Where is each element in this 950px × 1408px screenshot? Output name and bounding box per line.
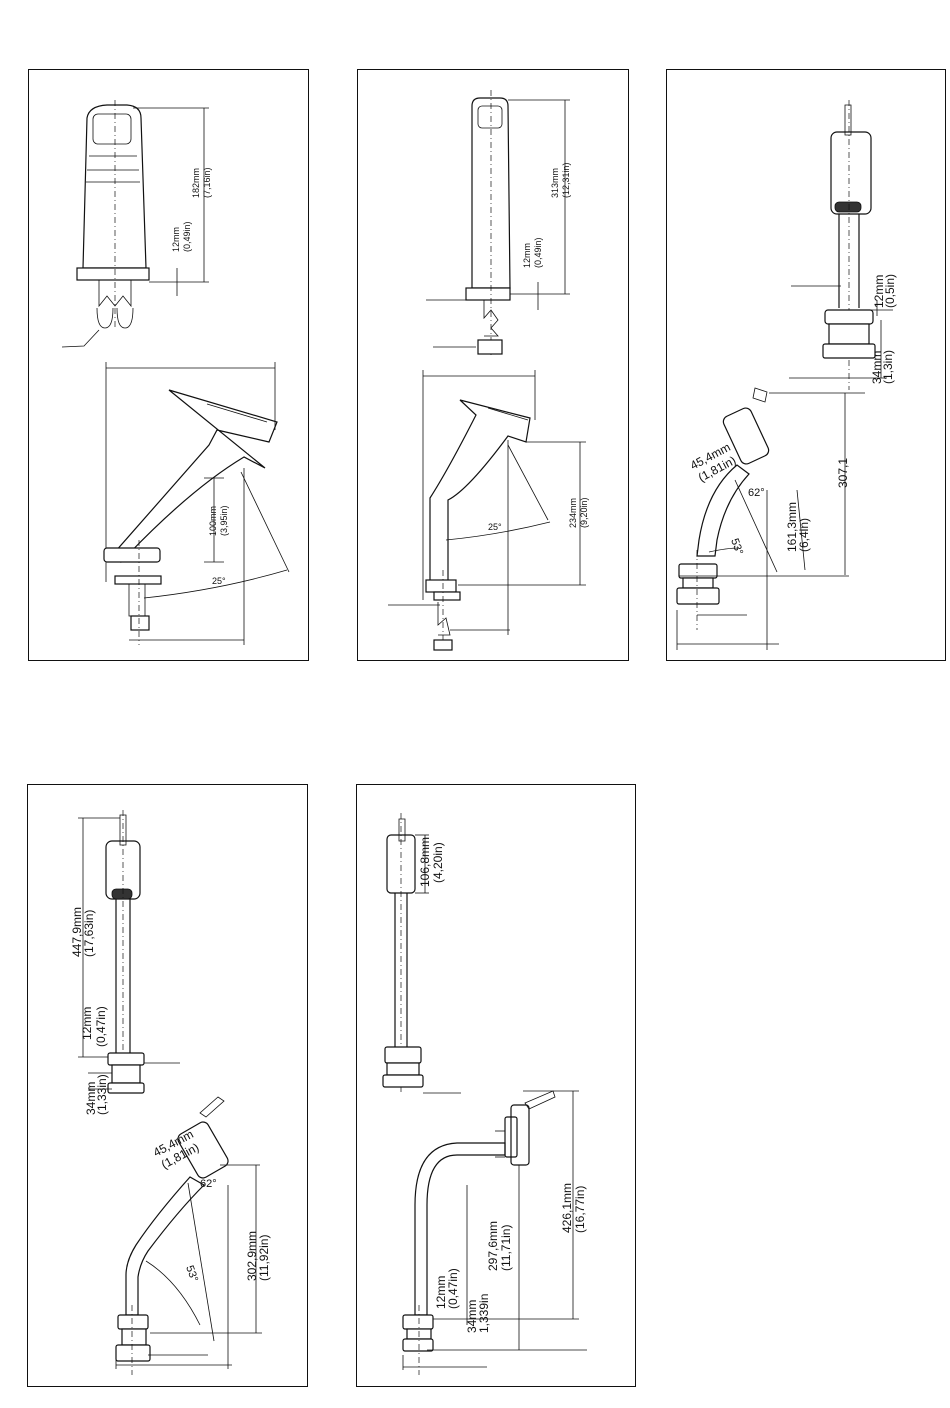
drawing-panel-5: 106,8mm (4,20in) 12mm (0,47in) 34mm 1,33… (356, 784, 636, 1387)
dim-1-33in: (1,33in) (95, 1074, 109, 1115)
faucet-4-front-view (78, 810, 180, 1095)
dim-6-4in: (6,4in) (797, 518, 811, 552)
drawing-panel-2: 313mm (12,31in) 12mm (0,49in) 234mm (9,2… (357, 69, 629, 661)
faucet-4-drawing: 447,9mm (17,63in) 12mm (0,47in) 34mm (1,… (70, 810, 271, 1375)
dim-7-16in: (7,16in) (202, 167, 212, 198)
dim-11-92in: (11,92in) (257, 1235, 271, 1281)
dim-12-31in: (12,31in) (561, 162, 571, 198)
dim-234mm: 234mm (568, 498, 578, 528)
faucet-3-drawing: 12mm (0,5in) 34mm (1,3in) 45,4mm (1,81in… (676, 100, 897, 650)
faucet-5-drawing: 106,8mm (4,20in) 12mm (0,47in) 34mm 1,33… (382, 813, 587, 1375)
dim-9-20in: (9,20in) (579, 497, 589, 528)
dim-182mm: 182mm (191, 168, 201, 198)
dim-12mm: 12mm (80, 1007, 94, 1040)
faucet-5-side-view (402, 1090, 587, 1375)
faucet-3-front-view (789, 100, 893, 390)
dim-161-3mm: 161,3mm (785, 502, 799, 552)
faucet-3-side-view (676, 387, 865, 650)
angle-62deg: 62° (748, 487, 765, 499)
dim-0-49in: (0,49in) (533, 237, 543, 268)
dim-100mm: 100mm (208, 506, 218, 536)
faucet-4-side-view (115, 1096, 262, 1375)
angle-53deg: 53° (183, 1264, 200, 1284)
dim-302-9mm: 302,9mm (245, 1231, 259, 1281)
drawing-panel-3: 12mm (0,5in) 34mm (1,3in) 45,4mm (1,81in… (666, 69, 946, 661)
dim-447-9mm: 447,9mm (70, 907, 84, 957)
dim-16-77in: (16,77in) (573, 1186, 587, 1233)
angle-62deg: 62° (200, 1178, 217, 1190)
dim-106-8mm: 106,8mm (418, 837, 432, 887)
dim-17-63in: (17,63in) (82, 910, 96, 957)
dim-1-339in: 1,339in (477, 1294, 491, 1333)
dim-11-71in: (11,71in) (499, 1225, 513, 1271)
dim-34mm: 34mm (870, 351, 884, 384)
dim-12mm: 12mm (434, 1276, 448, 1309)
drawing-panel-1: 182mm (7,16in) 12mm (0,49in) 100mm (3,95… (28, 69, 309, 661)
dim-426-1mm: 426,1mm (560, 1183, 574, 1233)
angle-25deg: 25° (488, 522, 502, 532)
faucet-1-side-view (103, 362, 290, 645)
faucet-1-front-view (61, 100, 209, 348)
dim-4-20in: (4,20in) (431, 842, 445, 883)
dim-12mm: 12mm (522, 243, 532, 268)
dim-313mm: 313mm (550, 168, 560, 198)
faucet-2-side-view (388, 370, 586, 651)
faucet-5-front-view (382, 813, 461, 1095)
angle-53deg: 53° (728, 537, 745, 557)
faucet-2-drawing: 313mm (12,31in) 12mm (0,49in) 234mm (9,2… (388, 90, 589, 651)
drawing-panel-4: 447,9mm (17,63in) 12mm (0,47in) 34mm (1,… (27, 784, 308, 1387)
dim-1-3in: (1,3in) (881, 350, 895, 384)
dim-12mm: 12mm (872, 275, 886, 308)
dim-12mm: 12mm (171, 227, 181, 252)
dim-297-6mm: 297,6mm (486, 1221, 500, 1271)
dim-0-5in: (0,5in) (883, 274, 897, 308)
faucet-1-drawing: 182mm (7,16in) 12mm (0,49in) 100mm (3,95… (61, 100, 290, 645)
dim-34mm: 34mm (465, 1300, 479, 1333)
dim-307-1: 307,1 (836, 458, 850, 488)
dim-34mm: 34mm (84, 1082, 98, 1115)
angle-25deg: 25° (212, 576, 226, 586)
dim-0-47in: (0,47in) (446, 1268, 460, 1309)
dim-3-95in: (3,95in) (219, 505, 229, 536)
faucet-2-front-view (426, 90, 570, 355)
dim-0-49in: (0,49in) (182, 221, 192, 252)
dim-0-47in: (0,47in) (94, 1006, 108, 1047)
